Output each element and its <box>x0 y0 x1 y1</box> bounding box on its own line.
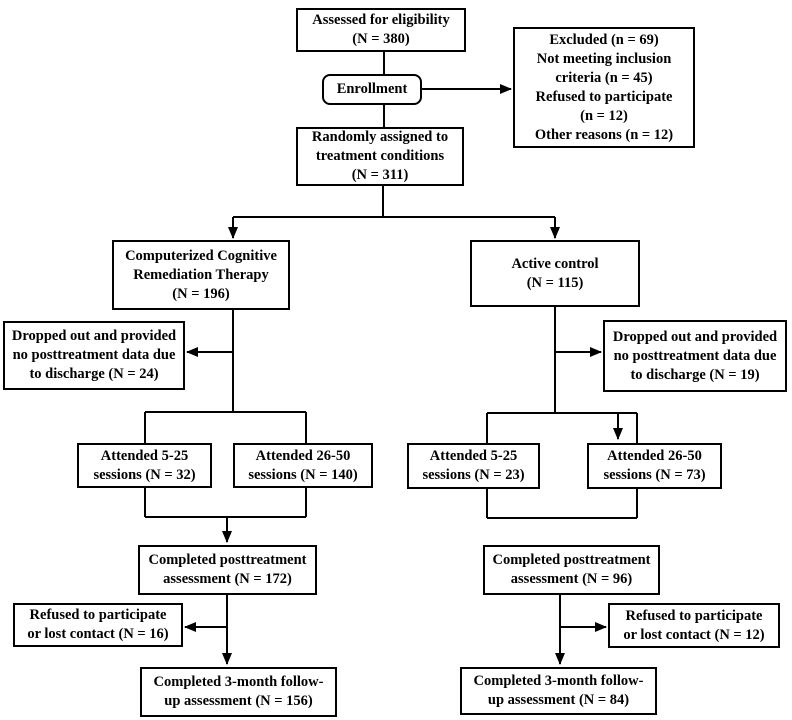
box-text-line: Dropped out and provided <box>11 328 177 344</box>
box-text-line: criteria (n = 45) <box>555 69 653 86</box>
posttreatment-right-box: Completed posttreatment assessment (N = … <box>483 545 660 595</box>
attended-5-25-left-box: Attended 5-25 sessions (N = 32) <box>77 443 212 488</box>
box-text-line: Completed posttreatment <box>492 552 651 568</box>
box-text-line: Computerized Cognitive <box>125 247 277 264</box>
box-text-line: Refused to participate <box>625 607 763 624</box>
box-text-line: Excluded (n = 69) <box>549 31 659 48</box>
refused-left-box: Refused to participate or lost contact (… <box>13 603 183 647</box>
box-text-line: sessions (N = 73) <box>603 467 706 483</box>
box-text-line: Completed posttreatment <box>148 552 307 568</box>
box-text-line: (N = 311) <box>351 167 409 183</box>
box-text-line: sessions (N = 140) <box>248 466 358 483</box>
box-text-line: Dropped out and provided <box>612 328 778 345</box>
box-text-line: up assessment (N = 156) <box>164 693 313 709</box>
box-text-line: or lost contact (N = 16) <box>27 626 169 642</box>
box-text-line: Attended 26-50 <box>607 448 702 464</box>
dropout-left-box: Dropped out and provided no posttreatmen… <box>3 321 185 390</box>
attended-26-50-left-box: Attended 26-50 sessions (N = 140) <box>233 443 373 488</box>
followup-right-box: Completed 3-month follow- up assessment … <box>460 667 657 715</box>
active-control-box: Active control (N = 115) <box>470 240 640 307</box>
box-text-line: sessions (N = 23) <box>422 467 525 483</box>
box-text-line: Remediation Therapy <box>133 266 269 283</box>
refused-right-box: Refused to participate or lost contact (… <box>608 603 780 648</box>
box-text-line: Completed 3-month follow- <box>473 673 644 689</box>
box-text-line: Refused to participate <box>535 88 673 105</box>
followup-left-box: Completed 3-month follow- up assessment … <box>140 667 337 717</box>
box-text-line: (N = 115) <box>526 274 584 291</box>
dropout-right-box: Dropped out and provided no posttreatmen… <box>603 320 787 392</box>
assessed-box: Assessed for eligibility (N = 380) <box>296 8 466 52</box>
attended-5-25-right-box: Attended 5-25 sessions (N = 23) <box>407 443 540 489</box>
box-text-line: Attended 5-25 <box>429 448 518 464</box>
box-text-line: to discharge (N = 24) <box>29 366 159 382</box>
box-text-line: treatment conditions <box>315 148 445 164</box>
box-text-line: Refused to participate <box>29 607 167 623</box>
box-text-line: no posttreatment data due <box>613 347 777 364</box>
box-text-line: Attended 5-25 <box>100 447 189 464</box>
box-text-line: to discharge (N = 19) <box>630 366 760 383</box>
box-text-line: no posttreatment data due <box>12 347 176 363</box>
box-text-line: Not meeting inclusion <box>536 50 672 67</box>
box-text-line: Enrollment <box>336 81 408 97</box>
box-text-line: Attended 26-50 <box>255 447 351 464</box>
attended-26-50-right-box: Attended 26-50 sessions (N = 73) <box>587 443 722 489</box>
box-text-line: sessions (N = 32) <box>93 466 196 483</box>
box-text-line: Randomly assigned to <box>311 129 449 145</box>
box-text-line: (N = 196) <box>172 285 230 302</box>
box-text-line: or lost contact (N = 12) <box>623 626 765 643</box>
enrollment-box: Enrollment <box>322 74 422 105</box>
box-text-line: Assessed for eligibility <box>312 12 450 28</box>
ccrt-arm-box: Computerized Cognitive Remediation Thera… <box>112 240 290 310</box>
randomized-box: Randomly assigned to treatment condition… <box>296 127 464 186</box>
box-text-line: assessment (N = 96) <box>510 571 633 587</box>
box-text-line: (n = 12) <box>580 107 628 124</box>
box-text-line: assessment (N = 172) <box>163 571 292 587</box>
box-text-line: Completed 3-month follow- <box>153 674 324 690</box>
posttreatment-left-box: Completed posttreatment assessment (N = … <box>138 545 317 595</box>
box-text-line: Other reasons (n = 12) <box>534 126 674 143</box>
box-text-line: (N = 380) <box>352 31 410 47</box>
box-text-line: up assessment (N = 84) <box>487 692 630 708</box>
box-text-line: Active control <box>511 255 599 272</box>
excluded-box: Excluded (n = 69) Not meeting inclusion … <box>513 27 695 148</box>
